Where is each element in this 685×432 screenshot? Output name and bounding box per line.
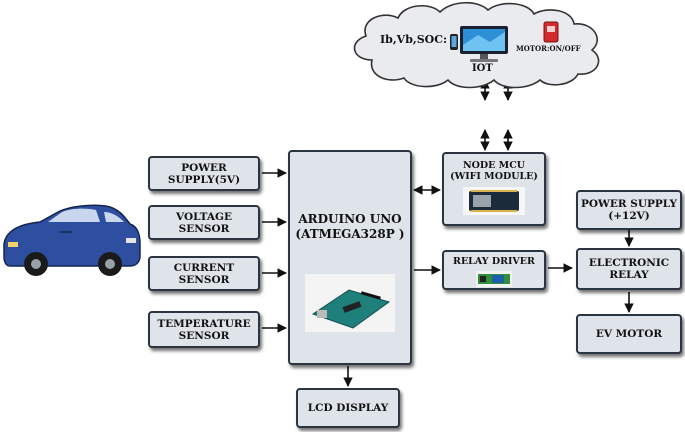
cloud-params-label: Ib,Vb,SOC: <box>380 33 448 46</box>
relay-driver-box: RELAY DRIVER <box>442 250 546 290</box>
power-supply-5v-box: POWER SUPPLY(5V) <box>148 156 260 191</box>
temperature-sensor-label: TEMPERATURE SENSOR <box>157 317 251 342</box>
arduino-chip: (ATMEGA328P ) <box>295 227 405 241</box>
node-mcu-board-icon <box>463 187 525 215</box>
phone-icon <box>450 34 458 50</box>
ev-motor-box: EV MOTOR <box>576 314 682 354</box>
current-sensor-label: CURRENT SENSOR <box>173 261 235 286</box>
power-supply-5v-label: POWER SUPPLY(5V) <box>167 161 241 186</box>
power-supply-12v-box: POWER SUPPLY (+12V) <box>576 190 682 230</box>
current-sensor-box: CURRENT SENSOR <box>148 256 260 291</box>
relay-driver-label: RELAY DRIVER <box>453 256 535 267</box>
electronic-relay-box: ELECTRONIC RELAY <box>576 248 682 290</box>
arduino-name: ARDUINO UNO <box>298 212 402 226</box>
temperature-sensor-box: TEMPERATURE SENSOR <box>148 311 260 348</box>
voltage-sensor-label: VOLTAGE SENSOR <box>176 210 232 235</box>
motor-switch-icon <box>543 21 559 43</box>
ev-motor-label: EV MOTOR <box>595 328 663 340</box>
lcd-display-label: LCD DISPLAY <box>307 402 389 414</box>
node-mcu-label: NODE MCU (WIFI MODULE) <box>450 160 538 182</box>
car-icon <box>3 204 141 276</box>
computer-icon <box>460 26 508 62</box>
relay-board-icon <box>476 271 512 287</box>
cloud-motor-label: MOTOR:ON/OFF <box>516 44 581 53</box>
voltage-sensor-box: VOLTAGE SENSOR <box>148 205 260 240</box>
node-mcu-box: NODE MCU (WIFI MODULE) <box>442 152 546 226</box>
lcd-display-box: LCD DISPLAY <box>296 388 400 428</box>
cloud-iot-label: IOT <box>472 63 493 74</box>
electronic-relay-label: ELECTRONIC RELAY <box>588 257 670 281</box>
arduino-board-icon <box>305 274 395 332</box>
power-supply-12v-label: POWER SUPPLY (+12V) <box>581 198 677 222</box>
arduino-uno-box: ARDUINO UNO (ATMEGA328P ) <box>288 150 412 365</box>
